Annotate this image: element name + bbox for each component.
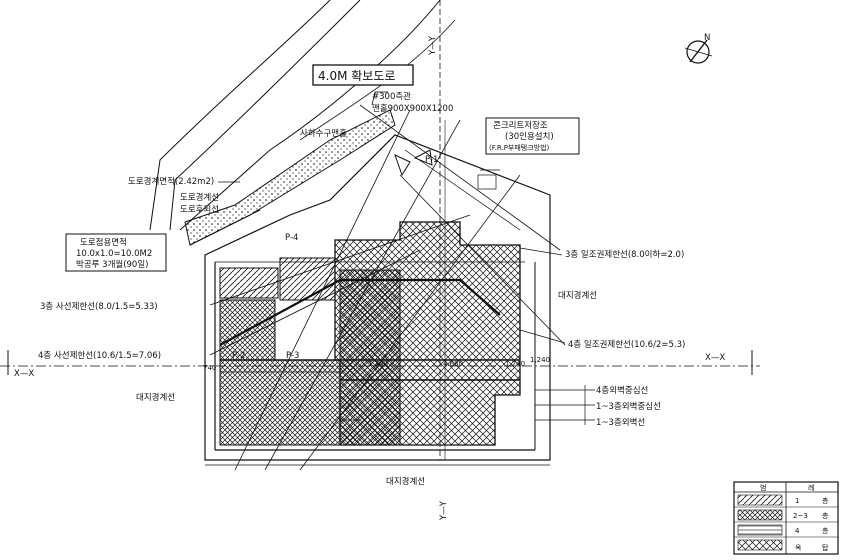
- x-axis-line: [0, 350, 760, 375]
- drain-label-2: 맨홀900X900X1200: [372, 103, 453, 114]
- y-axis-label-bottom: Y—Y: [439, 500, 449, 521]
- legend-header-2: 례: [808, 483, 814, 492]
- sun-4f-label: 4층 일조권제한선(10.6/2=5.3): [568, 339, 685, 350]
- parking-p3: P-3: [286, 351, 299, 361]
- road-label: 4.0M 확보도로: [312, 64, 414, 86]
- floor-2-3-area: [219, 267, 279, 299]
- x-axis-label-left: X—X: [14, 369, 34, 379]
- wall-label-f13-wall: 1~3층외벽선: [596, 417, 645, 428]
- sight-line-1: 도로점용면적: [80, 237, 127, 248]
- slant-4f-label: 4층 사선제한선(10.6/1.5=7.06): [38, 351, 161, 361]
- road-boundary-label-2: 도로후퇴선: [180, 205, 219, 215]
- sewer-label: 사하수구맨홀: [300, 128, 347, 139]
- slant-3f-label: 3층 사선제한선(8.0/1.5=5.33): [40, 302, 158, 312]
- road-boundary-label-1: 도로경계선: [180, 192, 219, 203]
- compass-icon: N: [684, 33, 713, 64]
- parking-p4: P-4: [285, 233, 298, 243]
- tank-line-3: (F.R.P부패탱크방법): [489, 143, 550, 152]
- dim-left: 740: [203, 364, 216, 372]
- road-title: 4.0M 확보도로: [318, 69, 395, 83]
- sight-line-3: 박공루 3개월(90일): [76, 259, 148, 270]
- sight-line-2: 10.0x1.0=10.0M2: [76, 249, 152, 259]
- legend-row-2-label: 2~3: [793, 512, 808, 520]
- limit-lines: [209, 104, 566, 471]
- y-axis-label-top: Y—Y: [428, 35, 438, 56]
- boundary-label-left: 대지경계선: [136, 392, 175, 403]
- parking-p1: P-1: [425, 155, 438, 165]
- legend-row-4-label: 옥: [795, 544, 802, 552]
- dim-2: 1,240: [530, 356, 550, 364]
- floor-1-area: [219, 299, 341, 446]
- x-axis-label-right: X—X: [705, 353, 725, 363]
- building: [219, 0, 521, 460]
- drain-label-1: #300측관: [372, 91, 411, 102]
- legend-row-3-mark: 층: [822, 526, 829, 535]
- legend-header-1: 범: [760, 483, 766, 492]
- tank-line-2: (30인용설치): [505, 131, 554, 142]
- wall-label-f4: 4층외벽중심선: [596, 385, 648, 396]
- legend-row-3-label: 4: [795, 527, 800, 535]
- wall-label-f13-outer: 1~3층외벽중심선: [596, 401, 661, 412]
- compass-north-label: N: [704, 33, 710, 43]
- sight-box: 도로점용면적 10.0x1.0=10.0M2 박공루 3개월(90일): [65, 233, 167, 272]
- sun-3f-label: 3층 일조권제한선(8.0이하=2.0): [565, 249, 684, 260]
- tank-box: 콘크리트저장조 (30인용설치) (F.R.P부패탱크방법): [485, 117, 580, 155]
- boundary-label-bottom: 대지경계선: [386, 476, 425, 487]
- legend-row-1-label: 1: [795, 497, 799, 505]
- legend: 범 례 1 층 2~3 층 4 층 옥 탑: [733, 481, 839, 555]
- dim-6: 4.680: [443, 360, 463, 368]
- road-area-label: 도로경계면적(2.42m2): [128, 176, 214, 187]
- tank-line-1: 콘크리트저장조: [493, 120, 548, 131]
- dim-5: 1,240: [505, 360, 525, 368]
- legend-row-2-mark: 층: [822, 511, 829, 520]
- boundary-label-right: 대지경계선: [558, 290, 597, 301]
- dim-1: 1,240: [368, 360, 388, 368]
- legend-row-1-mark: 층: [822, 496, 829, 505]
- legend-row-4-mark: 탑: [822, 544, 829, 552]
- parking-p2: P-2: [232, 351, 245, 361]
- drainage-tank: [371, 91, 433, 177]
